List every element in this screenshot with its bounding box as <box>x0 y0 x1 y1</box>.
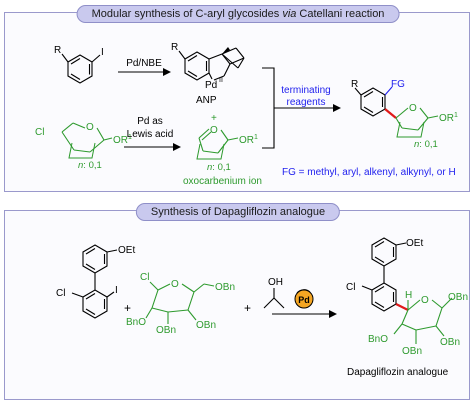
dapagliflozin-panel <box>4 210 470 400</box>
arrow1-label: Pd/NBE <box>126 58 162 69</box>
oxocarbenium-ion <box>198 128 239 154</box>
sugar-ring-o: O <box>86 122 94 133</box>
arrow2-label-1: Pd as <box>137 116 163 127</box>
dapa-product-sugar <box>393 297 453 344</box>
dapagliflozin-aryl-iodide <box>71 244 118 319</box>
dapagliflozin-product <box>361 237 407 312</box>
dapa-c-glycosidic-bond <box>395 303 409 311</box>
glycosyl-chloride <box>61 122 113 153</box>
dapa-sugar-obn-3: OBn <box>156 325 176 336</box>
fg-bond <box>384 86 393 96</box>
product-ring-o: O <box>409 103 417 114</box>
sugar-n: n: 0,1 <box>78 160 102 171</box>
product-r: R <box>351 79 358 90</box>
dapa-i: I <box>115 285 118 296</box>
plus-2: + <box>244 301 251 315</box>
product-sugar <box>395 107 439 131</box>
terminating-label-1: terminating <box>281 85 330 96</box>
terminating-label-2: reagents <box>287 97 326 108</box>
anp-pd: Pd <box>205 80 217 91</box>
dapa-product-obn-2: OBn <box>440 337 460 348</box>
sugar-cl: Cl <box>35 127 44 138</box>
aryl-i: I <box>101 47 104 58</box>
product-n: n: 0,1 <box>414 139 438 150</box>
anp-wedge <box>222 47 230 54</box>
oxo-label: oxocarbenium ion <box>183 176 262 187</box>
oxo-n-bracket <box>196 143 225 160</box>
dapa-sugar-obn-2: OBn <box>196 320 216 331</box>
dapa-product-obn-3: OBn <box>402 346 422 357</box>
dapagliflozin-label: Dapagliflozin analogue <box>347 367 449 378</box>
product-or1: OR1 <box>439 112 458 124</box>
dapa-product-oet: OEt <box>406 238 423 249</box>
c-aryl-glycoside <box>354 87 386 117</box>
anp-structure <box>178 47 245 81</box>
dapa-oet: OEt <box>118 245 135 256</box>
aryl-r: R <box>54 45 61 56</box>
plus-1: + <box>124 301 131 315</box>
dapa-product-obn-1: OBn <box>448 292 468 303</box>
dapa-product-cl: Cl <box>346 282 355 293</box>
aryl-iodide <box>61 53 101 84</box>
panel2-title: Synthesis of Dapagliflozin analogue <box>135 203 341 221</box>
merge-bracket <box>262 67 275 149</box>
oxo-ring-o: O <box>210 125 218 136</box>
oxo-plus: + <box>211 113 217 124</box>
oxo-or1: OR1 <box>239 134 258 146</box>
dapa-sugar-o: O <box>171 279 179 290</box>
isopropanol <box>263 288 285 309</box>
arrow2-label-2: Lewis acid <box>127 129 174 140</box>
benzyl-glycosyl-chloride <box>145 281 215 324</box>
dapa-cl: Cl <box>56 288 65 299</box>
c-glycosidic-bond <box>384 108 397 119</box>
dapa-product-h: H <box>405 290 412 301</box>
anp-pd-ox: II <box>219 77 223 84</box>
fg-note: FG = methyl, aryl, alkenyl, alkynyl, or … <box>282 167 456 178</box>
anp-r: R <box>171 42 178 53</box>
dapa-product-o: O <box>421 295 429 306</box>
oh-label: OH <box>268 277 283 288</box>
pd-label: Pd <box>298 295 310 305</box>
panel1-title: Modular synthesis of C-aryl glycosides v… <box>76 5 400 23</box>
dapa-sugar-cl: Cl <box>140 272 149 283</box>
product-fg: FG <box>391 79 405 90</box>
product-n-bracket <box>396 121 425 138</box>
anp-label: ANP <box>196 95 217 106</box>
dapa-sugar-bno: BnO <box>126 317 146 328</box>
catellani-panel <box>4 12 470 192</box>
sugar-or1: OR1 <box>113 134 132 146</box>
sugar-n-bracket <box>68 142 96 159</box>
dapa-product-bno: BnO <box>368 334 388 345</box>
dapa-sugar-obn-1: OBn <box>215 282 235 293</box>
oxo-n: n: 0,1 <box>207 162 231 173</box>
